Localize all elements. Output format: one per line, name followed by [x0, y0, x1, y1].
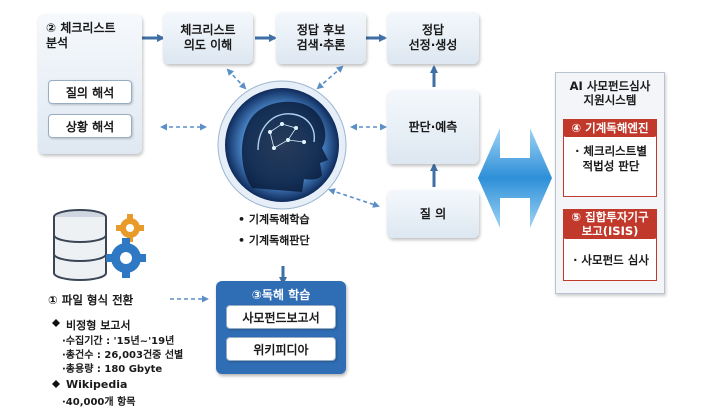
search-box: 정답 후보 검색·추론 — [276, 12, 366, 64]
engine-header: ④ 기계독해엔진 — [563, 119, 657, 137]
source-1-line-1: ·수집기간 : '15년~'19년 — [62, 336, 175, 347]
report-header: ⑤ 집합투자기구 보고(ISIS) — [563, 209, 657, 239]
intent-box: 체크리스트 의도 이해 — [163, 12, 253, 64]
judge-box: 판단·예측 — [387, 90, 479, 164]
source-2-title: Wikipedia — [66, 378, 128, 391]
report-item: · 사모펀드 심사 — [573, 253, 649, 267]
learning-panel: ③독해 학습 사모펀드보고서 위키피디아 — [216, 281, 346, 374]
system-title: AI 사모펀드심사 지원시스템 — [569, 79, 651, 107]
wikipedia-box: 위키피디아 — [226, 337, 336, 361]
analysis-title: ② 체크리스트 분석 — [46, 21, 116, 50]
center-item-2: • 기계독해판단 — [238, 234, 310, 247]
file-conversion-label: ① 파일 형식 전환 — [48, 293, 134, 307]
source-2-line-1: ·40,000개 항목 — [62, 397, 136, 408]
query-interpretation-box: 질의 해석 — [48, 80, 132, 104]
source-1-line-3: ·총용량 : 180 Gbyte — [62, 364, 163, 375]
situation-interpretation-box: 상황 해석 — [48, 114, 132, 138]
engine-item: · 체크리스트별 적법성 판단 — [575, 144, 647, 173]
engine-group: ④ 기계독해엔진 · 체크리스트별 적법성 판단 — [563, 119, 657, 197]
system-panel: AI 사모펀드심사 지원시스템 ④ 기계독해엔진 · 체크리스트별 적법성 판단… — [555, 72, 665, 294]
center-item-1: • 기계독해학습 — [238, 213, 310, 226]
select-box: 정답 선정·생성 — [387, 12, 479, 64]
source-1-title: 비정형 보고서 — [66, 319, 131, 332]
report-group: ⑤ 집합투자기구 보고(ISIS) · 사모펀드 심사 — [563, 209, 657, 281]
double-arrow-icon — [478, 128, 552, 228]
dashed-connectors — [160, 65, 387, 303]
flow-arrows — [142, 34, 438, 285]
bullet-icon — [52, 319, 60, 327]
fund-report-box: 사모펀드보고서 — [226, 305, 336, 329]
brain-head-icon — [217, 80, 347, 210]
query-box: 질 의 — [387, 190, 479, 238]
database-gears-icon — [53, 209, 146, 281]
source-1-line-2: ·총건수 : 26,003건중 선별 — [62, 350, 184, 361]
learning-title: ③독해 학습 — [251, 288, 311, 302]
bullet-icon — [52, 380, 60, 388]
checklist-analysis-panel: ② 체크리스트 분석 질의 해석 상황 해석 — [38, 14, 142, 154]
